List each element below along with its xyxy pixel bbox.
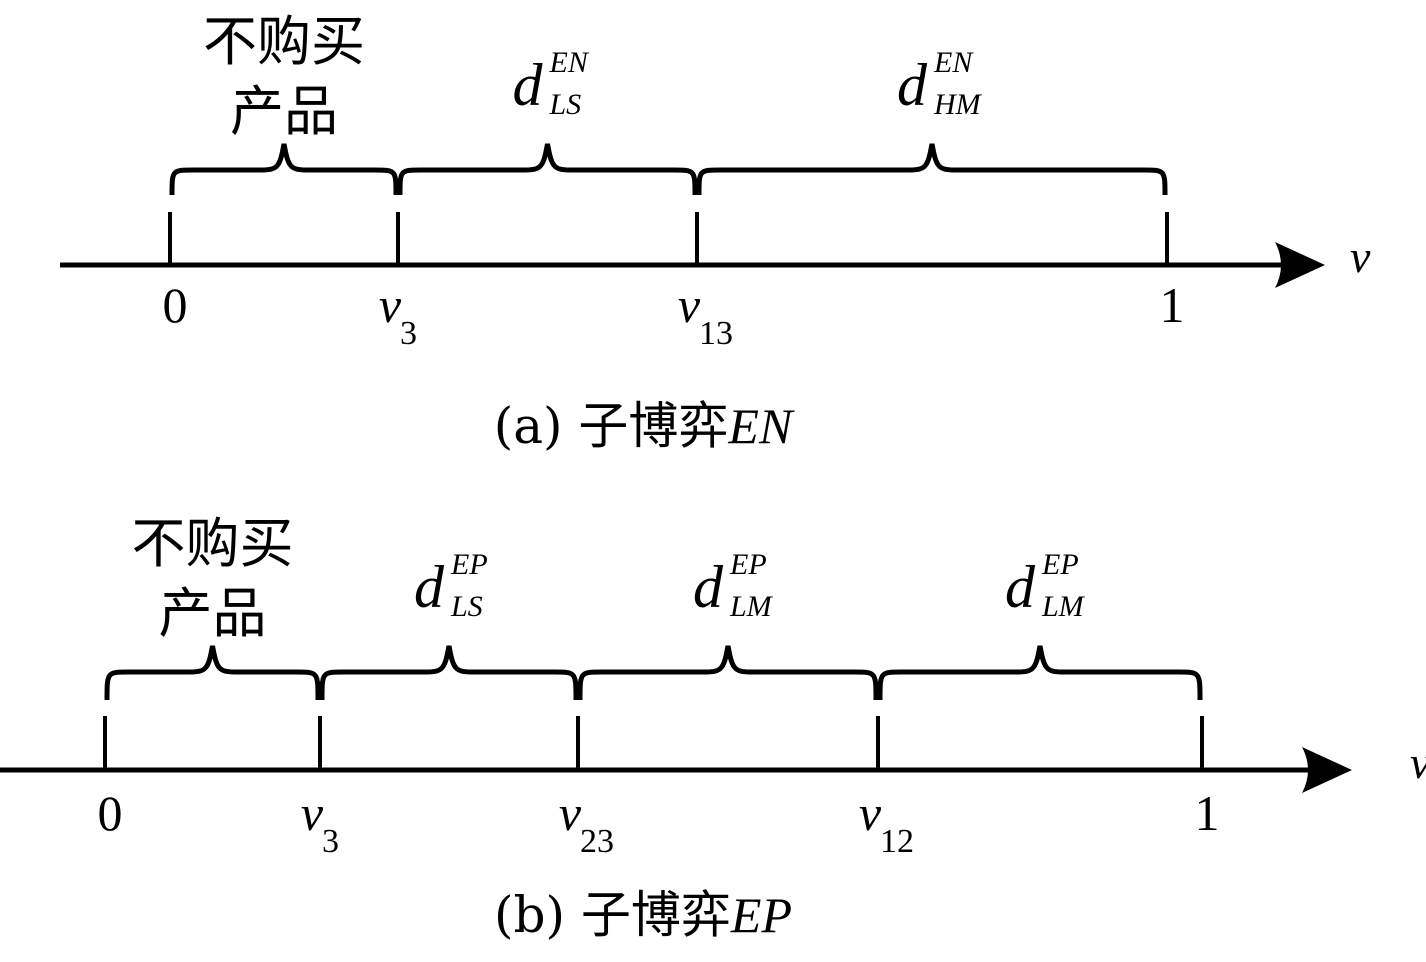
curly-brace	[877, 645, 1203, 701]
segment-label-base: d	[414, 554, 445, 620]
segment-label-superscript: EP	[1041, 548, 1079, 581]
tick-label: v3	[379, 277, 417, 352]
curly-brace	[696, 143, 1168, 196]
curly-brace	[577, 645, 879, 701]
axis-label: v	[1410, 737, 1426, 788]
segment-label-superscript: EN	[549, 46, 590, 79]
caption-prefix: (b) 子博弈	[494, 886, 731, 944]
tick-label-value: 1	[1195, 785, 1220, 841]
axis-label: v	[1350, 231, 1371, 282]
segment-label-line: 产品	[230, 80, 338, 143]
segment-label-base: d	[897, 52, 928, 118]
segment-label-line: 不购买	[132, 512, 294, 575]
arrow-head-icon	[1275, 242, 1325, 288]
arrow-head-icon	[1302, 747, 1352, 793]
segment-label-subscript: HM	[933, 88, 983, 121]
segment-label-line: 产品	[159, 582, 267, 645]
tick-label-subscript: 12	[880, 823, 914, 860]
tick-label: 1	[1160, 277, 1185, 333]
curly-brace	[104, 645, 321, 701]
curly-brace	[319, 645, 579, 701]
tick-label-value: 0	[98, 785, 123, 841]
panel-caption: (b) 子博弈EP	[494, 886, 792, 944]
tick-label-value: 1	[1160, 277, 1185, 333]
tick-label-subscript: 3	[322, 823, 339, 860]
tick-label: 0	[98, 785, 123, 841]
segment-label-base: d	[1005, 554, 1036, 620]
tick-label: 0	[163, 277, 188, 333]
caption-game: EN	[727, 398, 795, 454]
panel-caption: (a) 子博弈EN	[494, 397, 795, 455]
tick-label-base: v	[379, 277, 402, 333]
curly-brace	[397, 143, 698, 196]
segment-label-base: d	[513, 52, 544, 118]
caption-prefix: (a) 子博弈	[494, 397, 729, 455]
caption-game: EP	[730, 887, 792, 943]
tick-label: v3	[301, 785, 339, 860]
segment-label-superscript: EP	[450, 548, 488, 581]
tick-label: v13	[678, 277, 733, 352]
tick-label-subscript: 3	[400, 315, 417, 352]
tick-label-value: 0	[163, 277, 188, 333]
panel-b: v0v3v23v121不购买产品dEPLSdEPLMdEPLM(b) 子博弈EP	[0, 512, 1426, 944]
tick-label-subscript: 13	[699, 315, 733, 352]
segment-label-subscript: LS	[450, 590, 483, 623]
tick-label-base: v	[559, 785, 582, 841]
tick-label: v12	[859, 785, 914, 860]
segment-label-superscript: EP	[729, 548, 767, 581]
curly-brace	[169, 143, 399, 196]
tick-label-base: v	[301, 785, 324, 841]
tick-label-subscript: 23	[580, 823, 614, 860]
segment-label-subscript: LS	[549, 88, 582, 121]
segment-label-subscript: LM	[729, 590, 774, 623]
segment-label-line: 不购买	[203, 10, 365, 73]
tick-label-base: v	[678, 277, 701, 333]
tick-label: v23	[559, 785, 614, 860]
segment-label-base: d	[693, 554, 724, 620]
segment-label-superscript: EN	[933, 46, 974, 79]
tick-label-base: v	[859, 785, 882, 841]
tick-label: 1	[1195, 785, 1220, 841]
segment-label-subscript: LM	[1041, 590, 1086, 623]
